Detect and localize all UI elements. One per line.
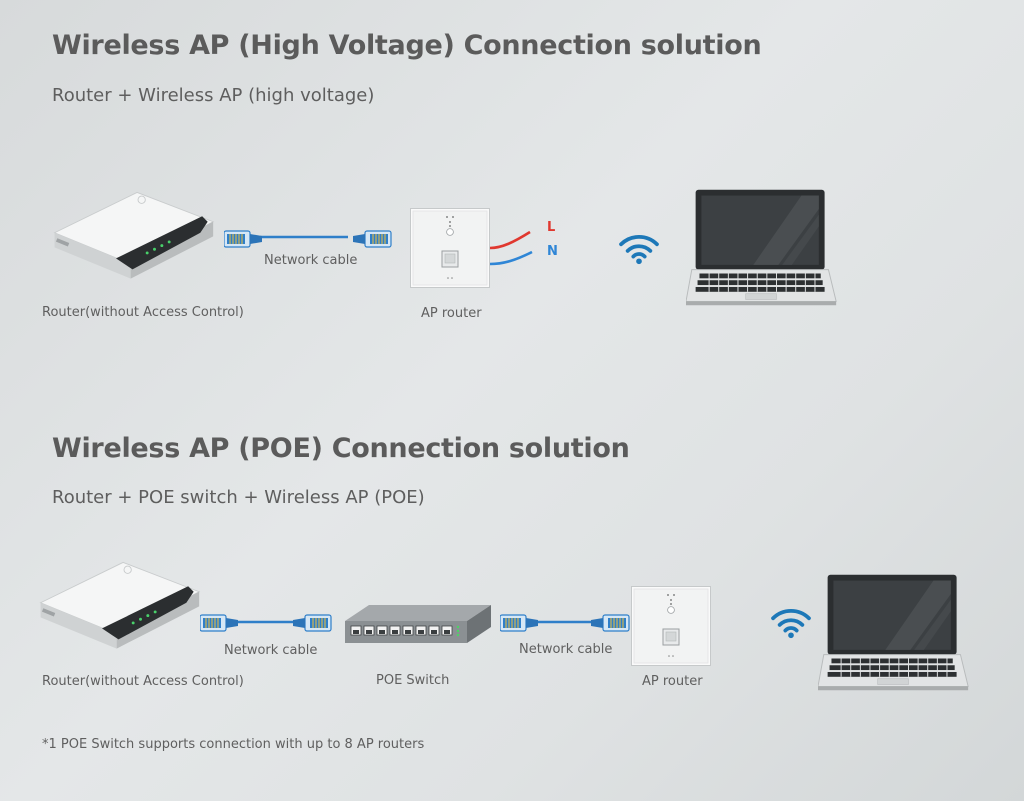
section2-title: Wireless AP (POE) Connection solution [52,433,630,464]
cable2-label: Network cable [519,642,613,657]
router-label: Router(without Access Control) [42,674,244,689]
network-cable [236,620,300,624]
footnote: *1 POE Switch supports connection with u… [42,737,425,752]
ethernet-plug-icon [500,612,540,634]
laptop-icon [818,571,972,695]
ap-label: AP router [421,306,482,321]
network-cable [536,620,600,624]
wifi-icon [618,232,660,266]
section2-subtitle: Router + POE switch + Wireless AP (POE) [52,487,425,508]
router-icon [50,185,215,286]
cable-label: Network cable [264,253,358,268]
poe-switch-icon [343,603,493,647]
wall-ap-icon [410,208,490,288]
ap-label: AP router [642,674,703,689]
neutral-wire-label: N [547,244,558,259]
section1-subtitle: Router + Wireless AP (high voltage) [52,85,375,106]
live-wire-label: L [547,220,556,235]
cable1-label: Network cable [224,643,318,658]
ethernet-plug-icon [224,228,264,250]
ethernet-plug-icon [346,228,396,250]
ethernet-plug-icon [286,612,336,634]
laptop-icon [686,186,840,310]
router-icon [36,555,201,656]
wall-ap-icon [631,586,711,666]
ethernet-plug-icon [200,612,240,634]
section1-title: Wireless AP (High Voltage) Connection so… [52,30,762,61]
switch-label: POE Switch [376,673,450,688]
network-cable [260,235,348,239]
ethernet-plug-icon [584,612,634,634]
power-wires [489,230,533,266]
router-label: Router(without Access Control) [42,305,244,320]
wifi-icon [770,606,812,640]
